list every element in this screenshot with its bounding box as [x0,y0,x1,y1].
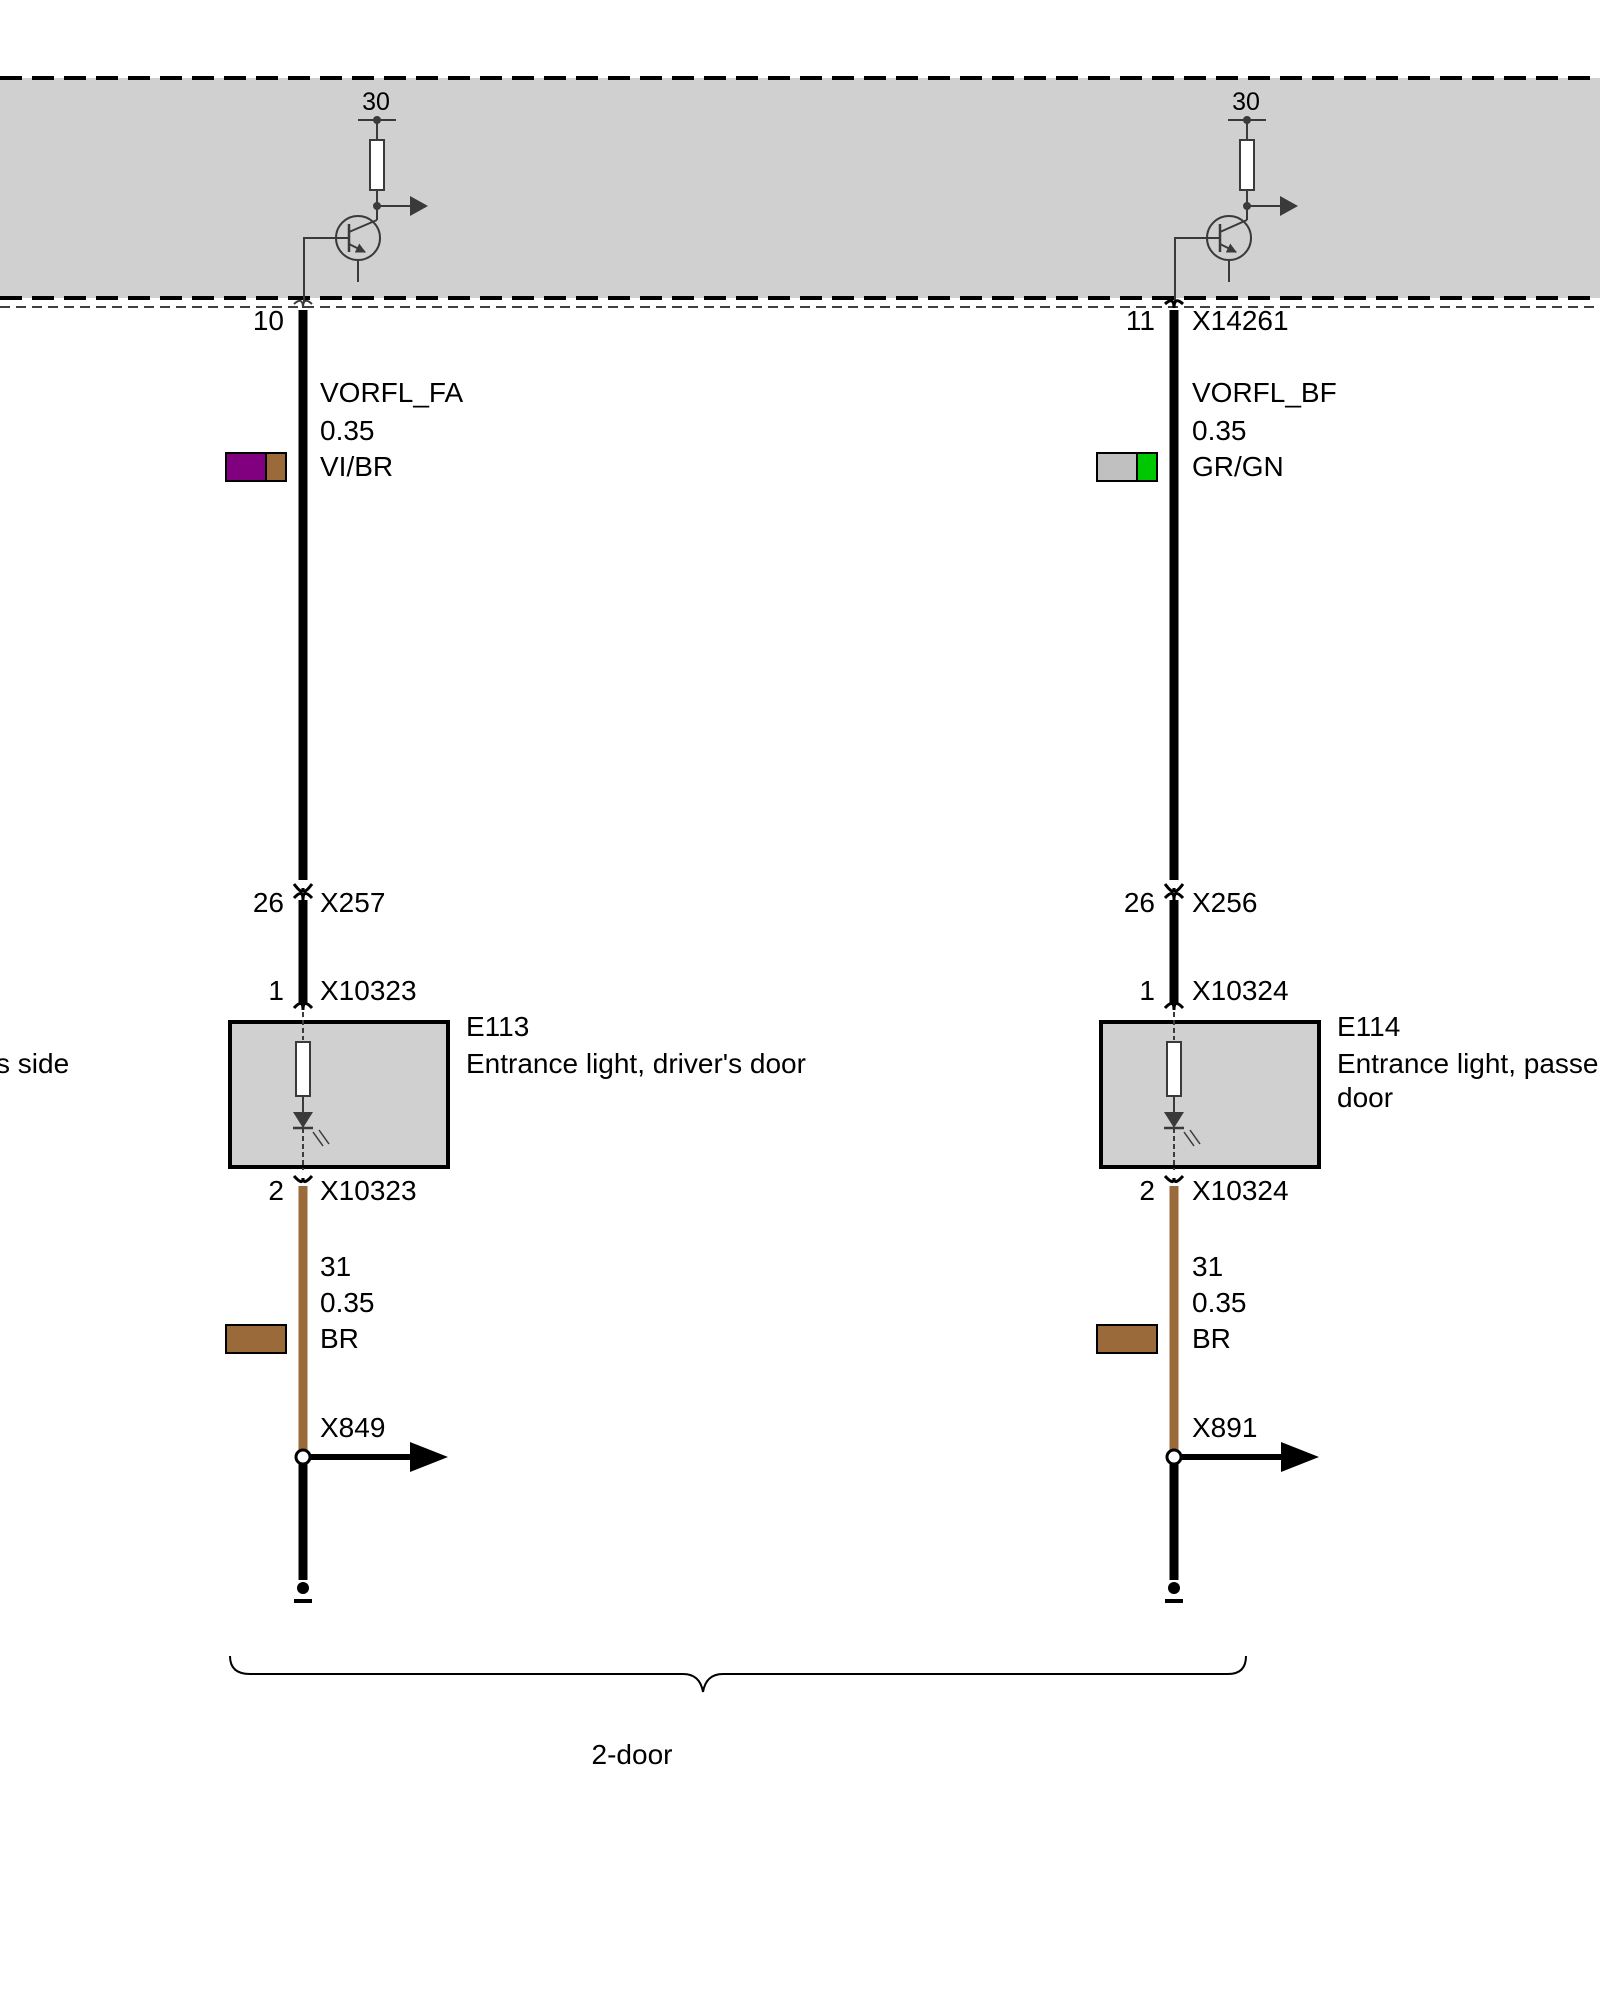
component-desc-right-line1: Entrance light, passe [1337,1048,1599,1079]
conn-pin-right: 26 [1124,887,1155,918]
variant-brace [229,1655,1247,1693]
conn-pin-left: 26 [253,887,284,918]
conn-id-left: X257 [320,887,385,918]
resistor-icon [1166,1041,1182,1097]
led-icon [293,1112,313,1128]
wire-name-right: VORFL_BF [1192,377,1337,408]
pin-connector-right-module [1164,299,1184,309]
control-module [0,76,1600,308]
ground-point-right: X891 [1192,1412,1257,1443]
comp-conn-top-left: X10323 [320,975,417,1006]
gnd-wire-gauge-right: 0.35 [1192,1287,1247,1318]
wire-gauge-left: 0.35 [320,415,375,446]
module-pin-right: 11 [1126,305,1155,336]
comp-pin-top-left: 1 [268,975,284,1006]
conn-id-right: X256 [1192,887,1257,918]
wire-color-swatch-left [225,452,287,482]
ground-symbol-left [297,1582,309,1594]
resistor-icon [295,1041,311,1097]
splice-point-right [1165,1448,1183,1466]
gnd-wire-gauge-left: 0.35 [320,1287,375,1318]
splice-point-left [294,1448,312,1466]
comp-pin-bottom-right: 2 [1139,1175,1155,1206]
comp-conn-top-right: X10324 [1192,975,1289,1006]
gnd-wire-color-code-right: BR [1192,1323,1231,1354]
wire-name-left: VORFL_FA [320,377,463,408]
brace-label: 2-door [592,1739,673,1770]
wire-color-code-right: GR/GN [1192,451,1284,482]
supply-label-left: 30 [362,88,390,116]
comp-conn-bottom-right: X10324 [1192,1175,1289,1206]
gnd-wire-name-left: 31 [320,1251,351,1282]
inline-connector-left [292,883,314,893]
comp-conn-bottom-left: X10323 [320,1175,417,1206]
wire-color-code-left: VI/BR [320,451,393,482]
driver-circuit-right: 30 [1174,88,1298,302]
driver-circuit-left: 30 [303,88,428,302]
wire-color-swatch-right [1096,452,1158,482]
component-desc-left: Entrance light, driver's door [466,1048,806,1079]
component-desc-right-line2: door [1337,1082,1393,1113]
gnd-wire-color-code-left: BR [320,1323,359,1354]
circuit-left: 10 VORFL_FA 0.35 VI/BR 26 X257 1 X10323 … [225,299,806,1603]
comp-pin-bottom-left: 2 [268,1175,284,1206]
component-e114 [1099,1020,1321,1169]
gnd-wire-color-swatch-left [225,1324,287,1354]
module-conn-right: X14261 [1192,305,1289,336]
inline-connector-right [1163,883,1185,893]
gnd-wire-color-swatch-right [1096,1324,1158,1354]
component-e113 [228,1020,450,1169]
module-pin-left: 10 [253,305,284,336]
circuit-right: 11 X14261 VORFL_BF 0.35 GR/GN 26 X256 1 … [1096,299,1599,1603]
supply-label-right: 30 [1232,88,1260,116]
edge-text: s side [0,1048,69,1079]
gnd-wire-name-right: 31 [1192,1251,1223,1282]
ground-symbol-right [1168,1582,1180,1594]
comp-pin-top-right: 1 [1139,975,1155,1006]
led-icon [1164,1112,1184,1128]
component-id-left: E113 [466,1011,529,1042]
wire-gauge-right: 0.35 [1192,415,1247,446]
pin-connector-left-module [293,299,313,309]
ground-point-left: X849 [320,1412,385,1443]
component-id-right: E114 [1337,1011,1400,1042]
